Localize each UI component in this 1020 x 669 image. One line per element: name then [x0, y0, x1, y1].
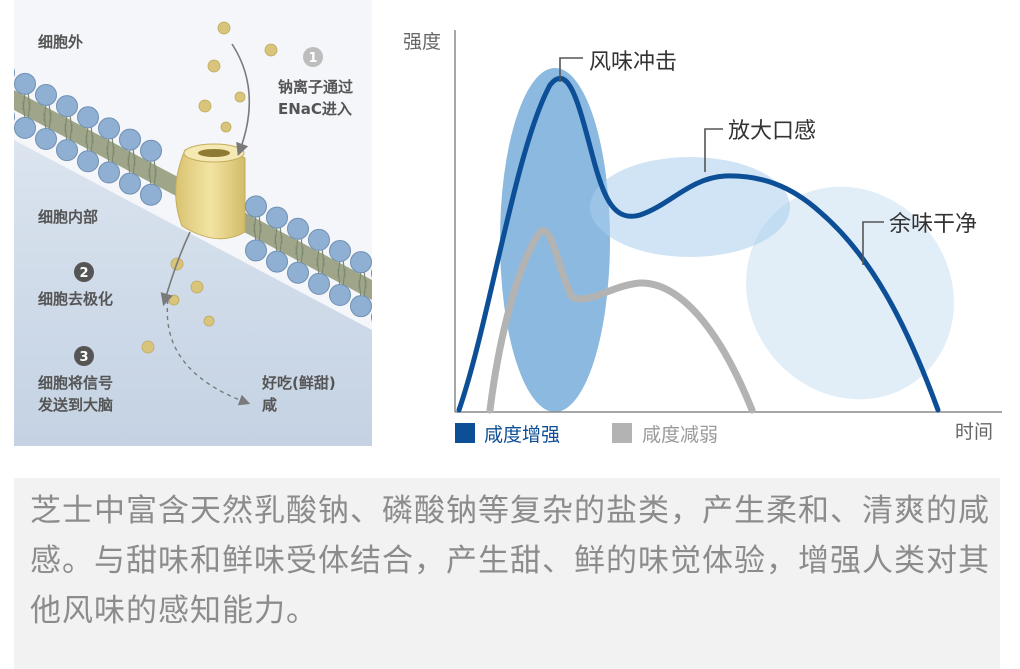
lipid-head: [119, 172, 141, 195]
lipid-head: [98, 161, 120, 184]
intensity-chart: 强度 时间 风味冲击 放大口感 余味干净 咸度增强 咸度减弱: [403, 30, 1002, 446]
lipid-head: [350, 295, 372, 318]
lipid-head: [77, 150, 99, 173]
aftertaste-leader: [862, 221, 884, 265]
lipid-head: [14, 112, 15, 122]
step-1-line-1: 钠离子通过: [278, 78, 353, 96]
sodium-ion: [198, 99, 212, 113]
legend-label-stronger: 咸度增强: [484, 424, 560, 446]
outside-label: 细胞外: [38, 33, 83, 51]
lipid-head: [35, 127, 57, 150]
intracellular-area: [14, 140, 372, 446]
legend-swatch-stronger: [455, 423, 475, 443]
lipid-head: [56, 95, 78, 118]
inside-label: 细胞内部: [38, 208, 98, 226]
ion-entry-arrow: [231, 43, 251, 157]
lipid-head: [14, 72, 36, 95]
annotation-aftertaste: 余味干净: [889, 212, 977, 237]
lipid-head: [119, 128, 141, 151]
lipid-head: [308, 228, 330, 251]
lipid-head: [371, 268, 372, 278]
result-line-1: 好吃(鲜甜): [261, 374, 336, 392]
lipid-head: [329, 284, 351, 307]
sodium-ion: [207, 59, 221, 73]
lipid-heads-bottom: [14, 112, 372, 322]
enac-channel: [175, 143, 246, 240]
annotation-mouthfeel: 放大口感: [728, 119, 816, 144]
lipid-heads-top: [14, 68, 372, 278]
lipid-head: [14, 68, 15, 78]
lipid-head: [287, 217, 309, 240]
lipid-head: [245, 239, 267, 262]
lipid-head: [266, 250, 288, 273]
mouthfeel-ellipse: [590, 157, 790, 257]
lipid-head: [308, 272, 330, 295]
caption-text: 芝士中富含天然乳酸钠、磷酸钠等复杂的盐类，产生柔和、清爽的咸感。与甜味和鲜味受体…: [30, 493, 990, 629]
lipid-head: [56, 139, 78, 162]
step-2-number: 2: [79, 266, 88, 281]
sodium-ion: [190, 280, 204, 294]
lipid-head: [329, 240, 351, 263]
taste-diagram: 细胞外 细胞内部 1 钠离子通过 ENaC进入 2 细胞去极化 3 细胞将信号 …: [14, 0, 1002, 446]
y-axis-label: 强度: [403, 31, 441, 53]
step-2-line-1: 细胞去极化: [38, 290, 113, 308]
step-3-line-2: 发送到大脑: [37, 396, 113, 414]
mouthfeel-leader: [704, 128, 723, 172]
step-1-badge: [303, 47, 323, 67]
legend-swatch-weaker: [612, 423, 632, 443]
annotation-impact: 风味冲击: [589, 50, 677, 75]
lipid-head: [350, 251, 372, 274]
result-line-2: 咸: [262, 396, 277, 414]
aftertaste-ellipse: [746, 186, 954, 400]
step-3-badge: [74, 346, 94, 366]
lipid-head: [140, 183, 162, 206]
sodium-ion: [203, 315, 215, 327]
sodium-ion: [234, 91, 246, 103]
sodium-ion: [264, 43, 278, 57]
step-1-line-2: ENaC进入: [278, 100, 352, 118]
weaker-salt-curve: [486, 227, 756, 414]
lipid-head: [14, 116, 36, 139]
sodium-ion: [217, 21, 231, 35]
lipid-head: [371, 312, 372, 322]
lipid-head: [98, 117, 120, 140]
impact-leader: [559, 57, 583, 82]
lipid-tails: [22, 91, 367, 299]
x-axis-label: 时间: [955, 421, 993, 443]
caption-box: [14, 478, 1000, 669]
lipid-head: [287, 261, 309, 284]
cell-panel: 细胞外 细胞内部 1 钠离子通过 ENaC进入 2 细胞去极化 3 细胞将信号 …: [14, 0, 372, 446]
lipid-head: [245, 195, 267, 218]
sodium-ion: [141, 340, 155, 354]
lipid-head: [77, 106, 99, 129]
lipid-head: [266, 206, 288, 229]
depolarization-arrow: [160, 231, 191, 307]
sodium-ion: [220, 121, 232, 133]
legend-label-weaker: 咸度减弱: [642, 424, 718, 446]
step-3-line-1: 细胞将信号: [38, 374, 113, 392]
lipid-head: [35, 83, 57, 106]
stronger-salt-curve: [456, 75, 941, 413]
lipid-head: [140, 139, 162, 162]
step-3-number: 3: [79, 350, 88, 365]
step-1-number: 1: [308, 51, 317, 66]
sodium-ion: [168, 294, 180, 306]
step-2-badge: [74, 262, 94, 282]
